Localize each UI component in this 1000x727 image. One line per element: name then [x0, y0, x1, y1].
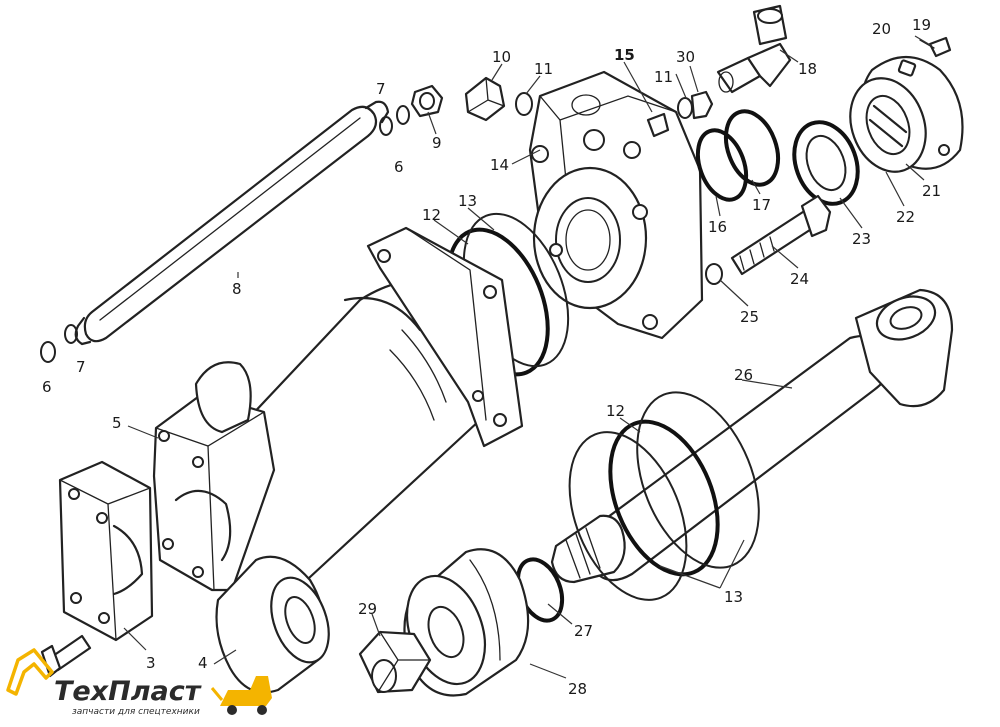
brand-name: ТехПласт — [54, 676, 202, 707]
label-11a: 11 — [534, 60, 553, 78]
label-9: 9 — [432, 134, 442, 152]
label-8: 8 — [232, 280, 242, 298]
part-24-bolt — [705, 194, 832, 285]
label-29: 29 — [358, 600, 377, 618]
part-11b-ring — [677, 97, 693, 119]
part-18-elbow — [716, 4, 792, 94]
label-25: 25 — [740, 308, 759, 326]
part-8-tube — [40, 100, 410, 363]
label-30: 30 — [676, 48, 695, 66]
part-26-rod — [550, 288, 954, 584]
part-16-ring — [695, 128, 749, 202]
part-14-head-block — [528, 70, 704, 340]
label-6a: 6 — [42, 378, 52, 396]
part-23-seal — [792, 120, 860, 206]
label-13b: 13 — [724, 588, 743, 606]
part-labels: 3 4 5 6 7 6 7 8 9 10 11 11 15 30 18 20 1… — [42, 16, 941, 698]
part-3-clamp — [58, 460, 154, 642]
label-5: 5 — [112, 414, 122, 432]
label-20: 20 — [872, 20, 891, 38]
part-9-fitting — [410, 84, 444, 118]
label-23: 23 — [852, 230, 871, 248]
part-30-nut — [690, 90, 714, 120]
label-14: 14 — [490, 156, 509, 174]
label-16: 16 — [708, 218, 727, 236]
label-21: 21 — [922, 182, 941, 200]
cylinder-barrel — [196, 226, 524, 604]
part-29-nut — [358, 630, 432, 694]
leader-lines — [123, 35, 933, 679]
label-13a: 13 — [458, 192, 477, 210]
part-12b-ring — [608, 419, 720, 577]
part-13c-ring — [636, 391, 760, 569]
label-3: 3 — [146, 654, 156, 672]
label-24: 24 — [790, 270, 809, 288]
part-21-22-cover — [849, 56, 964, 173]
label-7a: 7 — [76, 358, 86, 376]
part-19-20-bolt — [919, 36, 952, 58]
label-15: 15 — [614, 46, 635, 64]
loader-icon — [210, 676, 272, 715]
label-27: 27 — [574, 622, 593, 640]
label-17: 17 — [752, 196, 771, 214]
label-19: 19 — [912, 16, 931, 34]
part-13b-ring — [568, 431, 688, 601]
label-28: 28 — [568, 680, 587, 698]
label-7b: 7 — [376, 80, 386, 98]
label-26: 26 — [734, 366, 753, 384]
brand-logo: ТехПласт запчасти для спецтехники — [6, 648, 272, 717]
label-4: 4 — [198, 654, 208, 672]
brand-tagline: запчасти для спецтехники — [72, 707, 200, 717]
label-12a: 12 — [422, 206, 441, 224]
excavator-arm-icon — [6, 648, 54, 696]
label-22: 22 — [896, 208, 915, 226]
small-bolt — [40, 634, 92, 678]
part-17-ring — [723, 109, 781, 187]
label-10: 10 — [492, 48, 511, 66]
label-18: 18 — [798, 60, 817, 78]
part-10-plug — [464, 76, 533, 122]
part-4-bushing — [215, 555, 330, 694]
label-11b: 11 — [654, 68, 673, 86]
label-6b: 6 — [394, 158, 404, 176]
label-12b: 12 — [606, 402, 625, 420]
